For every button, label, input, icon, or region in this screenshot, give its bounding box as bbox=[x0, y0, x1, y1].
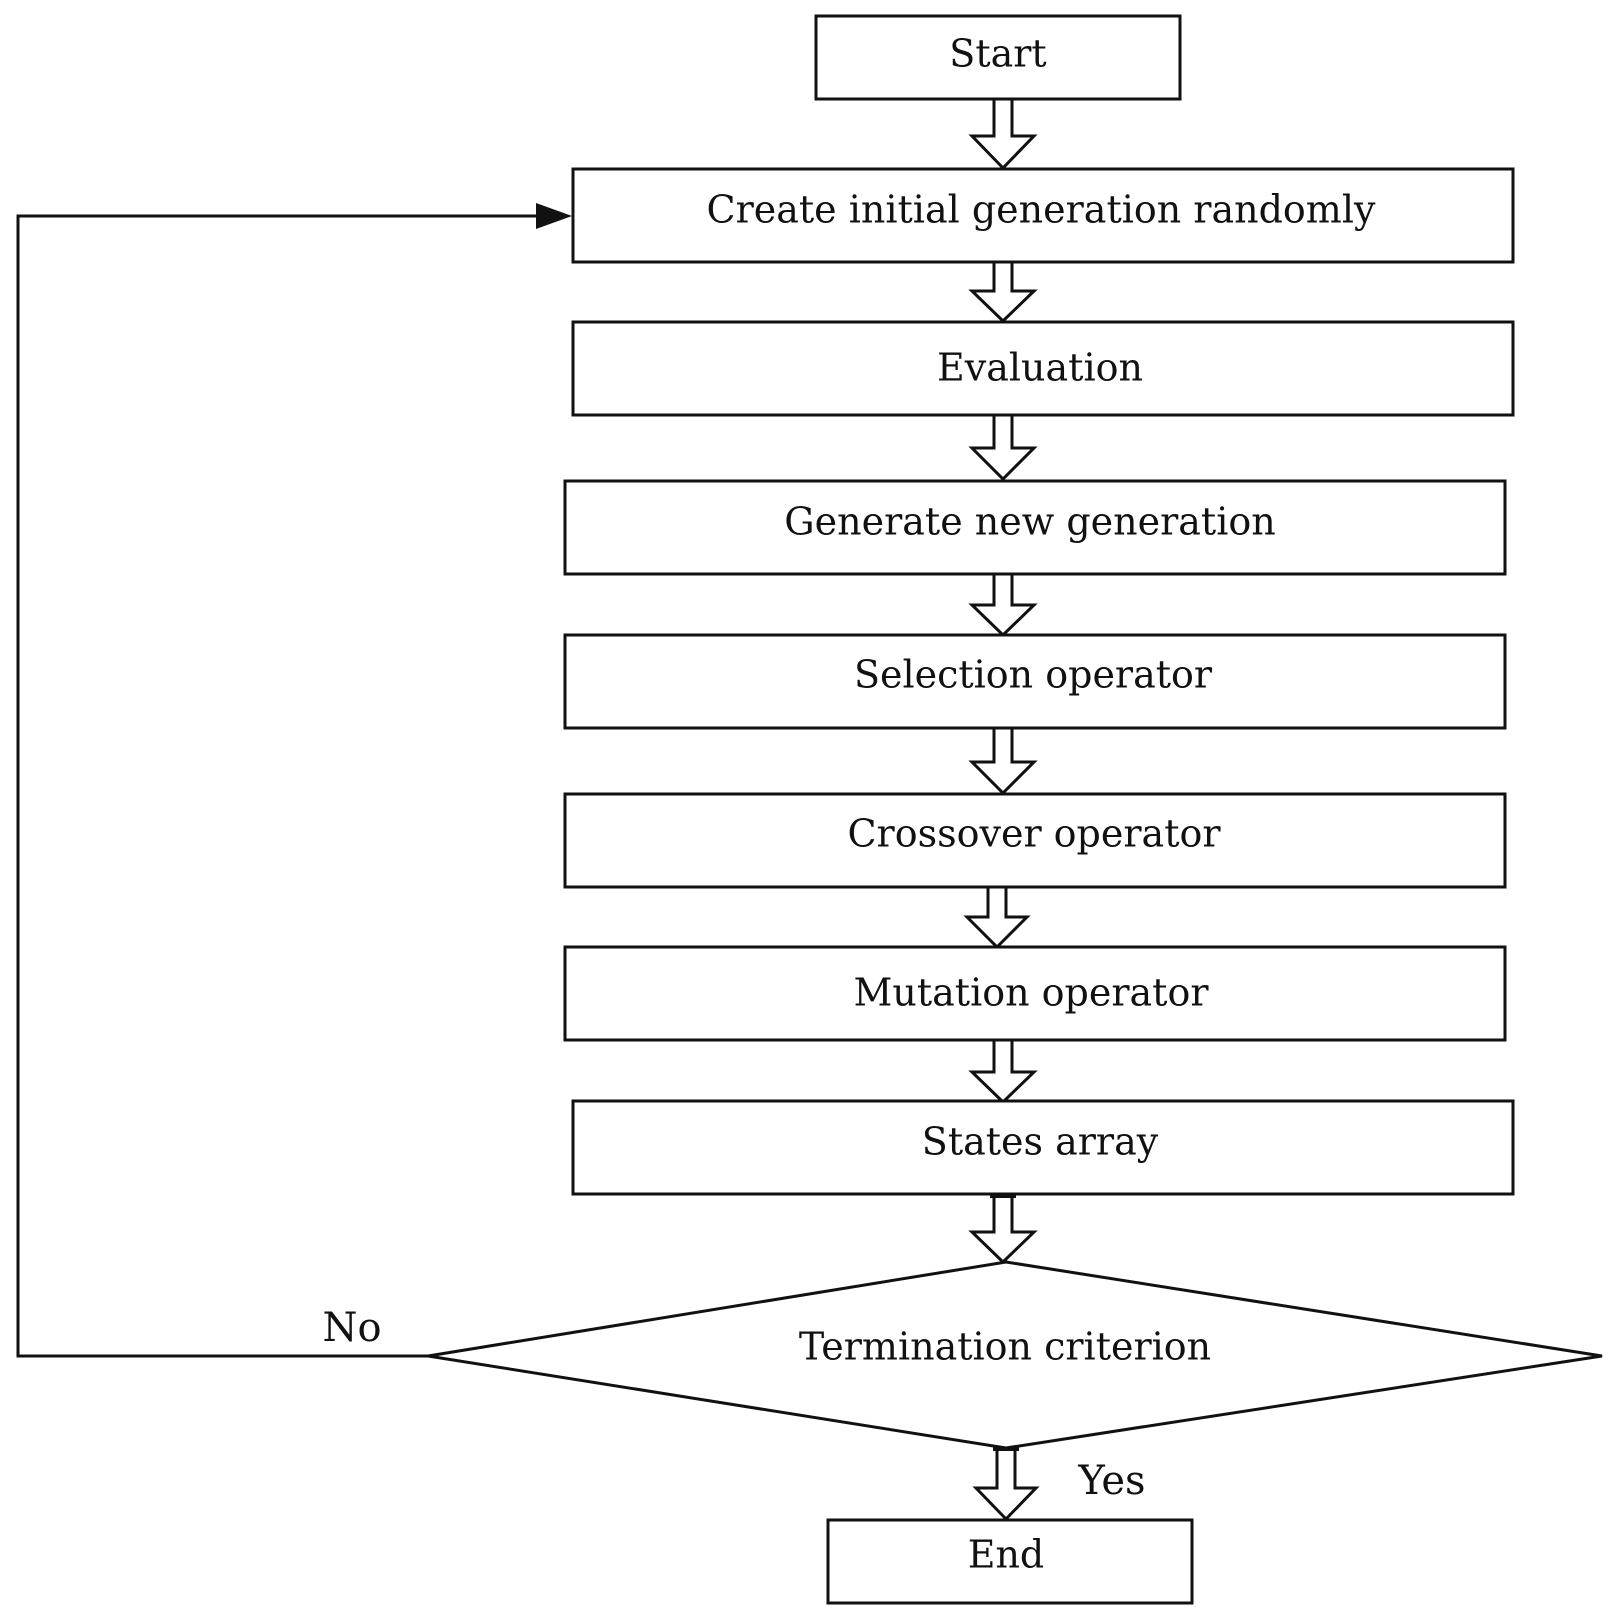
arrow-mutation-to-states bbox=[968, 1031, 1038, 1105]
arrow-selection-to-crossover bbox=[968, 719, 1038, 796]
node-termination-criterion: Termination criterion bbox=[427, 1260, 1603, 1450]
arrow-states-to-termination bbox=[968, 1192, 1038, 1265]
node-start: Start bbox=[814, 14, 1182, 101]
arrow-termination-to-end bbox=[972, 1445, 1040, 1522]
node-generate-new-generation: Generate new generation bbox=[563, 479, 1507, 576]
arrow-start-to-create bbox=[968, 93, 1038, 171]
node-crossover-operator: Crossover operator bbox=[563, 792, 1507, 889]
node-mutation-label: Mutation operator bbox=[854, 971, 1210, 1015]
node-crossover-label: Crossover operator bbox=[847, 812, 1221, 856]
edge-label-yes: Yes bbox=[1077, 1458, 1145, 1504]
node-evaluation: Evaluation bbox=[571, 320, 1515, 417]
node-mutation-operator: Mutation operator bbox=[563, 945, 1507, 1042]
node-selection-operator: Selection operator bbox=[563, 633, 1507, 730]
node-generate-label: Generate new generation bbox=[784, 500, 1275, 544]
arrow-generate-to-selection bbox=[968, 565, 1038, 638]
node-termination-label: Termination criterion bbox=[799, 1325, 1211, 1369]
node-states-label: States array bbox=[922, 1120, 1159, 1164]
node-start-label: Start bbox=[949, 32, 1046, 76]
arrow-evaluation-to-generate bbox=[968, 405, 1038, 482]
node-evaluation-label: Evaluation bbox=[937, 346, 1143, 390]
node-states-array: States array bbox=[571, 1099, 1515, 1196]
node-selection-label: Selection operator bbox=[854, 653, 1213, 697]
edge-label-no: No bbox=[322, 1305, 381, 1351]
arrow-crossover-to-mutation bbox=[963, 877, 1031, 950]
loop-arrowhead bbox=[536, 203, 572, 229]
node-end: End bbox=[826, 1518, 1194, 1605]
no-loop-connector bbox=[16, 203, 572, 1358]
node-create-label: Create initial generation randomly bbox=[707, 188, 1376, 232]
node-end-label: End bbox=[968, 1533, 1045, 1577]
node-create-initial-generation: Create initial generation randomly bbox=[571, 167, 1515, 264]
